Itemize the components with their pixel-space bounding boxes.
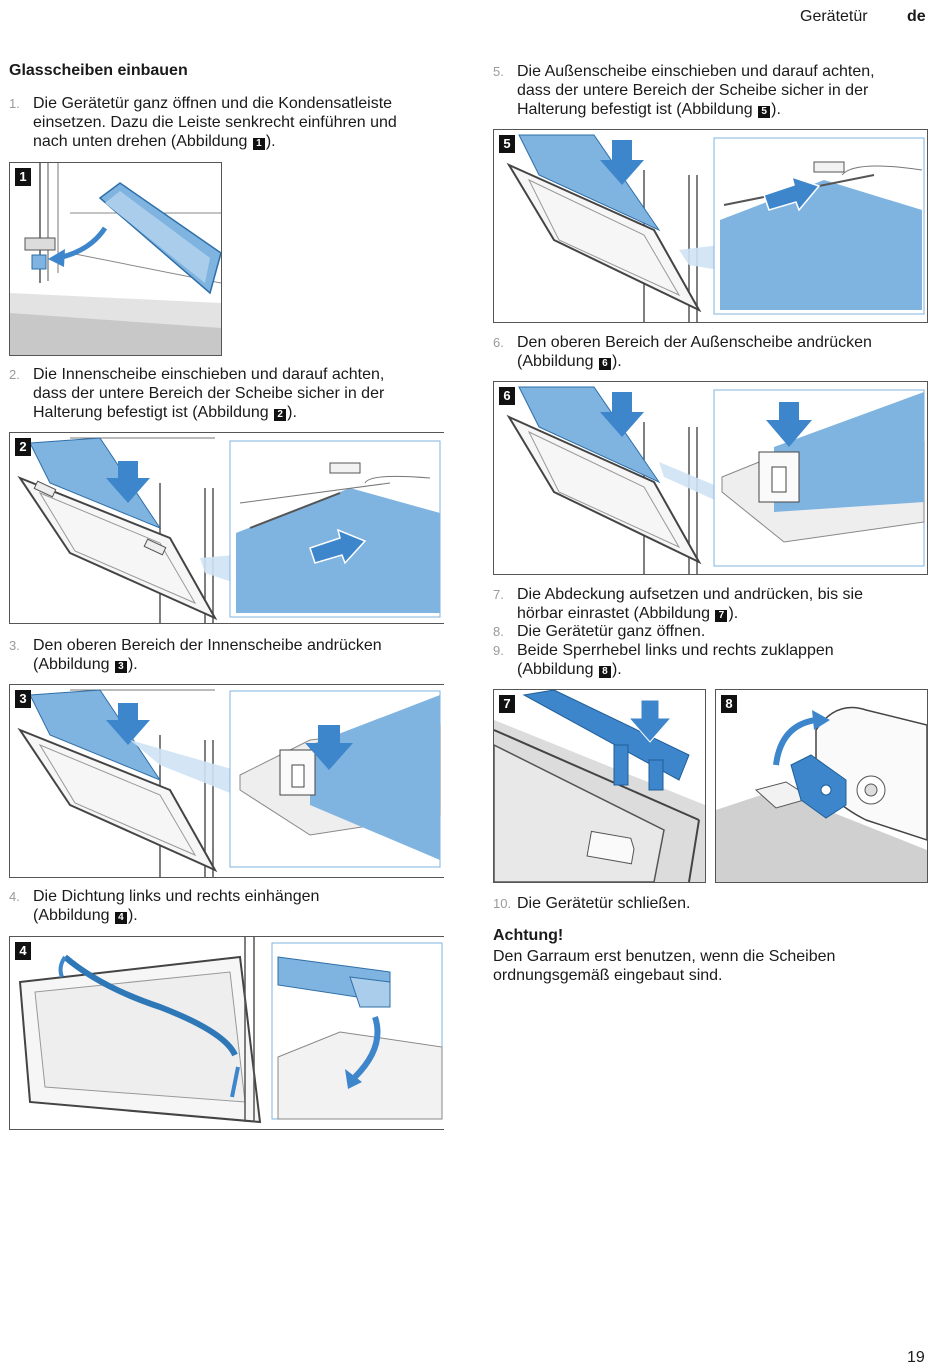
step-text: Die Innenscheibe einschieben und darauf … (33, 366, 385, 421)
figure-label: 6 (499, 387, 515, 405)
step-number: 7. (493, 587, 504, 602)
figure-3-inner-pane-press: 3 (9, 684, 444, 878)
figure-ref-badge: 5 (758, 106, 771, 118)
step-number: 8. (493, 624, 504, 639)
step-number: 3. (9, 638, 20, 653)
step-text: Die Gerätetür ganz öffnen. (517, 623, 706, 640)
figure-label: 5 (499, 135, 515, 153)
figure-ref-badge: 6 (598, 358, 611, 370)
figure-2-inner-pane-insert: 2 (9, 432, 444, 624)
figure-label: 1 (15, 168, 31, 186)
step-text: Die Abdeckung aufsetzen und andrücken, b… (517, 586, 864, 622)
illustration-locking-lever (716, 706, 927, 882)
page-number: 19 (907, 1349, 925, 1366)
figure-ref-badge: 8 (598, 666, 611, 678)
step-text: Beide Sperrhebel links und rechts zuklap… (517, 642, 834, 678)
figure-label: 7 (499, 695, 515, 713)
running-header-title: Gerätetür (800, 8, 868, 25)
illustration-outer-pane-press (506, 386, 925, 574)
figure-5-outer-pane-insert: 5 (493, 129, 928, 323)
step-text: Den oberen Bereich der Innenscheibe andr… (33, 637, 382, 673)
figure-8-locking-lever: 8 (715, 689, 928, 883)
illustration-seal-hook (18, 937, 443, 1124)
figure-label: 4 (15, 942, 31, 960)
illustration-outer-pane-insert (506, 134, 925, 322)
figure-ref-badge: 4 (114, 912, 127, 924)
step-number: 10. (493, 896, 512, 911)
figure-6-outer-pane-press: 6 (493, 381, 928, 575)
figure-label: 8 (721, 695, 737, 713)
figure-1-condensate-strip: 1 (9, 162, 222, 356)
figure-ref-badge: 3 (114, 661, 127, 673)
illustration-condensate-strip (10, 163, 221, 355)
step-number: 9. (493, 643, 504, 658)
step-number: 1. (9, 96, 20, 111)
step-number: 6. (493, 335, 504, 350)
section-title: Glasscheiben einbauen (9, 62, 188, 79)
language-code: de (907, 8, 926, 25)
figure-ref-badge: 1 (252, 138, 265, 150)
step-number: 4. (9, 889, 20, 904)
figure-label: 2 (15, 438, 31, 456)
figure-ref-badge: 7 (715, 610, 728, 622)
figure-label: 3 (15, 690, 31, 708)
step-number: 2. (9, 367, 20, 382)
step-text: Die Gerätetür ganz öffnen und die Konden… (33, 95, 397, 150)
step-text: Die Gerätetür schließen. (517, 895, 691, 912)
warning-text: Den Garraum erst benutzen, wenn die Sche… (493, 948, 836, 984)
figure-ref-badge: 2 (274, 409, 287, 421)
figure-4-seal-hook: 4 (9, 936, 444, 1130)
step-text: Die Dichtung links und rechts einhängen … (33, 888, 320, 924)
illustration-inner-pane-insert (17, 437, 441, 623)
step-text: Die Außenscheibe einschieben und darauf … (517, 63, 875, 118)
figure-7-cover-attach: 7 (493, 689, 706, 883)
warning-title: Achtung! (493, 927, 564, 944)
illustration-cover-attach (494, 690, 705, 882)
step-text: Den oberen Bereich der Außenscheibe andr… (517, 334, 872, 370)
illustration-inner-pane-press (17, 689, 441, 877)
step-number: 5. (493, 64, 504, 79)
